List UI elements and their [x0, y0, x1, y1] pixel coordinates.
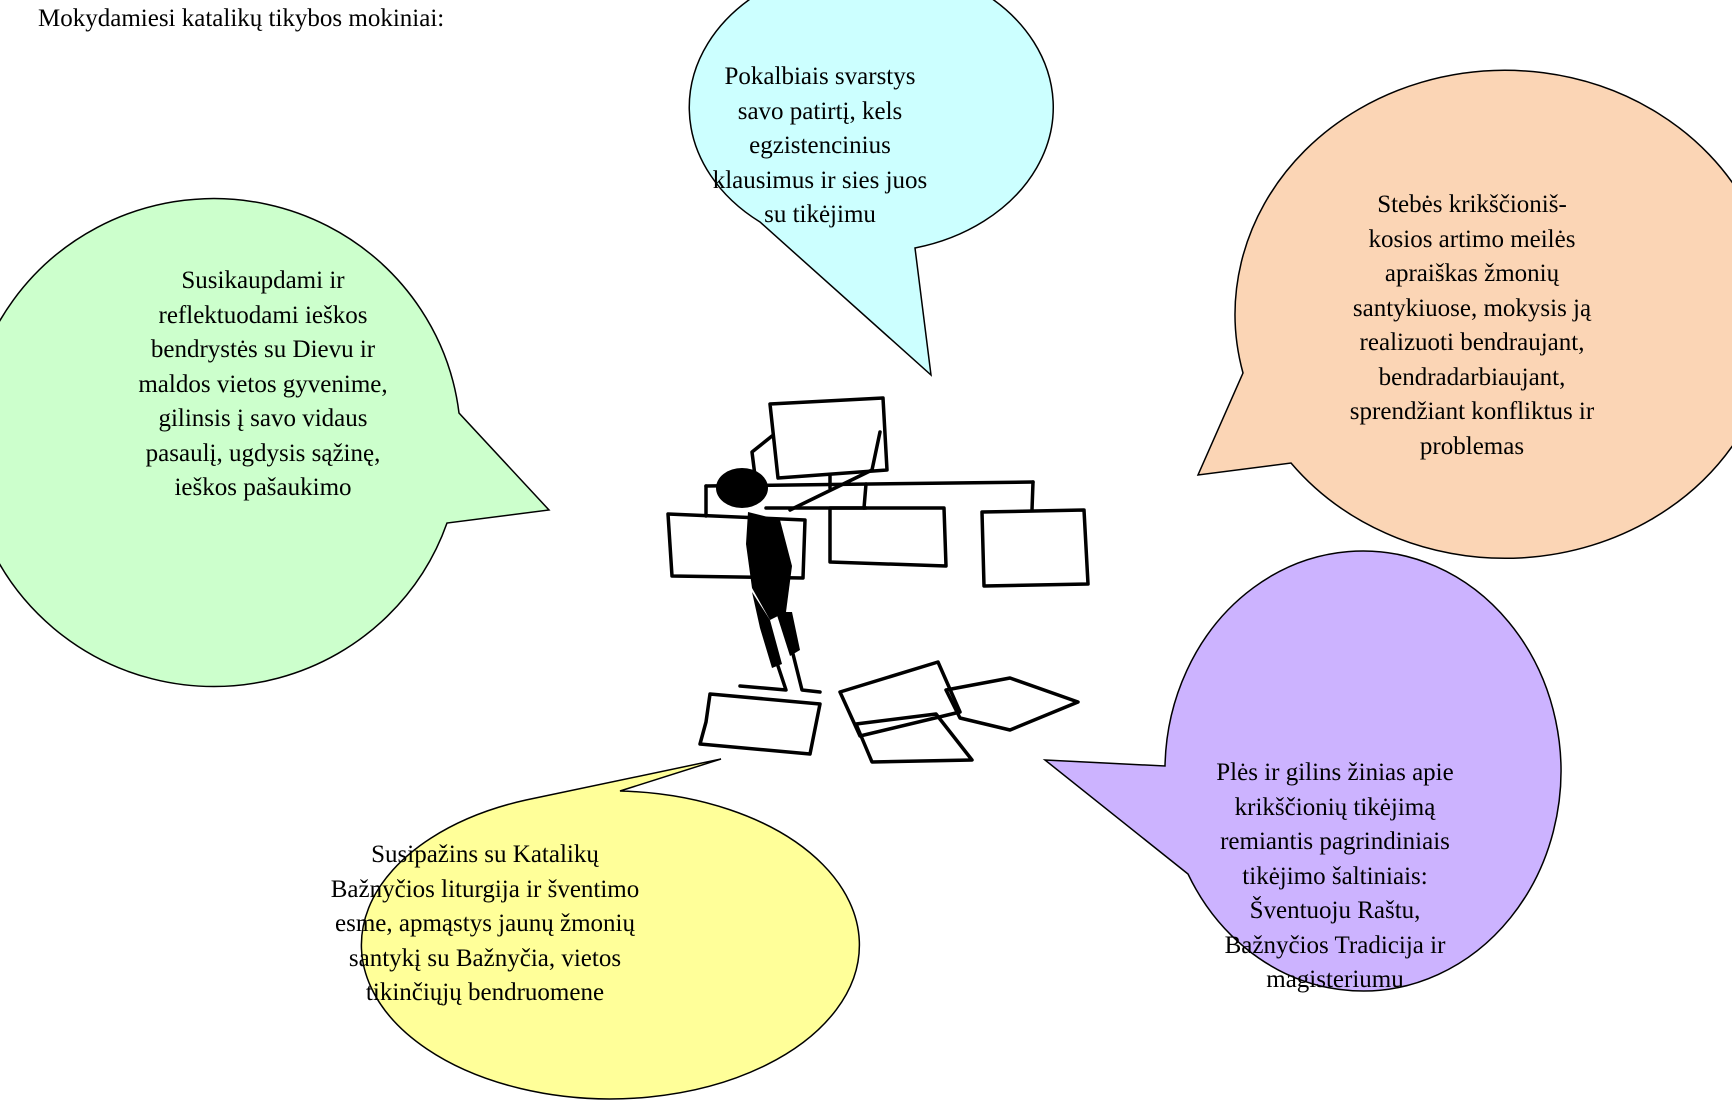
bubble-line: ieškos pašaukimo: [174, 474, 352, 501]
bubble-line: krikščionių tikėjimą: [1234, 793, 1436, 821]
bubble-line: problemas: [1419, 432, 1525, 460]
bubble-line: Susipažins su Katalikų: [371, 841, 599, 868]
bubble-line: esme, apmąstys jaunų žmonių: [335, 910, 635, 937]
bubble-line: Šventuoju Raštu,: [1249, 897, 1421, 924]
bubble-line: Bažnyčios liturgija ir šventimo: [330, 875, 640, 903]
bubble-line: sprendžiant konfliktus ir: [1349, 398, 1595, 425]
bubble-line: tikėjimo šaltiniais:: [1242, 862, 1428, 890]
bubble-text-purple: Plės ir gilins žinias apie krikščionių ti…: [1170, 756, 1500, 998]
bubble-line: reflektuodami ieškos: [158, 301, 368, 329]
person-silhouette: [716, 468, 800, 668]
bubble-line: Pokalbiais svarstys: [724, 63, 916, 90]
bubble-line: maldos vietos gyvenime,: [138, 370, 388, 398]
speech-bubble-right: [1196, 69, 1732, 560]
bubble-line: gilinsis į savo vidaus: [158, 405, 368, 432]
bubble-line: Plės ir gilins žinias apie: [1216, 759, 1454, 786]
bubble-line: santykiuose, mokysis ją: [1352, 294, 1592, 322]
bubble-text-right: Stebės krikščioniš-kosios artimo meilės a…: [1268, 188, 1618, 464]
bubble-line: Susikaupdami ir: [181, 267, 345, 294]
intro-text: Mokydamiesi katalikų tikybos mokiniai:: [38, 5, 445, 32]
bubble-line: santykį su Bažnyčia, vietos: [348, 944, 622, 972]
bubble-line: apraiškas žmonių: [1384, 260, 1560, 287]
bubble-line: magisteriumu: [1266, 966, 1404, 993]
bubble-text-top: Pokalbiais svarstys savo patirtį, kels egz…: [660, 60, 980, 233]
bubble-line: realizuoti bendraujant,: [1359, 329, 1585, 356]
bubble-line: Bažnyčios Tradicija ir: [1224, 931, 1446, 959]
speech-bubble-left: [0, 197, 551, 688]
bubble-line: klausimus ir sies juos: [712, 166, 928, 194]
person-holding-org-chart-icon: [666, 396, 1090, 764]
bubble-line: bendrystės su Dievu ir: [150, 336, 376, 363]
bubble-line: bendradarbiaujant,: [1378, 363, 1566, 391]
speech-bubble-bottom: [360, 758, 861, 1100]
bubble-line: pasaulį, ugdysis sąžinę,: [145, 439, 381, 467]
speech-bubble-top: [688, 0, 1054, 377]
bubble-line: tikinčiųjų bendruomene: [365, 979, 605, 1006]
bubble-line: remiantis pagrindiniais: [1220, 828, 1450, 855]
bubble-line: savo patirtį, kels: [737, 97, 903, 125]
speech-bubble-purple: [1042, 550, 1562, 992]
bubble-line: kosios artimo meilės: [1368, 225, 1576, 253]
bubble-line: egzistencinius: [749, 132, 891, 159]
bubble-line: Stebės krikščioniš-: [1377, 191, 1567, 218]
bubble-line: su tikėjimu: [764, 201, 876, 228]
bubble-text-left: Susikaupdami ir reflektuodami ieškos bendr…: [98, 264, 428, 506]
